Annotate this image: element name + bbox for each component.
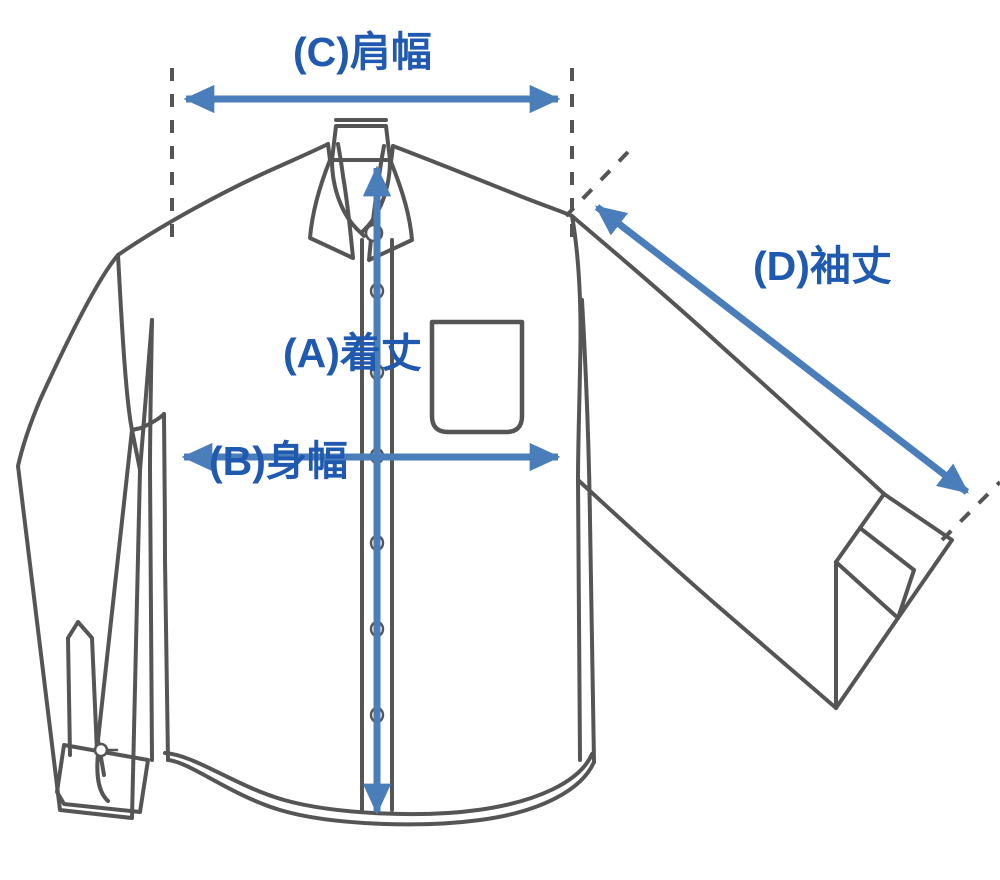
body-right-outline bbox=[580, 298, 596, 764]
label-shoulder-width: (C)肩幅 bbox=[293, 29, 432, 75]
left-armhole-seam bbox=[116, 253, 134, 432]
right-sleeve-side-connect bbox=[858, 492, 886, 530]
body-hem-outer bbox=[166, 758, 596, 827]
sleeve-top-guide bbox=[564, 150, 630, 218]
label-body-length: (A)着丈 bbox=[283, 330, 422, 376]
arrow-d-sleeve-length bbox=[594, 204, 970, 495]
guide-lines-group bbox=[170, 68, 1000, 542]
right-cuff-seam-3 bbox=[896, 568, 916, 620]
right-cuff-outline bbox=[834, 492, 954, 710]
left-cuff-fold bbox=[95, 751, 110, 803]
left-sleeve-elbow-seam bbox=[130, 412, 166, 432]
measurement-arrows-group bbox=[181, 84, 970, 815]
shirt-outline-group bbox=[16, 118, 954, 827]
body-left-outline bbox=[148, 318, 154, 762]
left-cuff-button bbox=[93, 742, 109, 758]
right-cuff-seam-1 bbox=[858, 526, 916, 572]
right-cuff-seam-2 bbox=[834, 526, 862, 564]
body-right-inner bbox=[576, 478, 582, 762]
body-left-outline-2 bbox=[162, 412, 170, 762]
left-shoulder-line bbox=[116, 142, 330, 257]
left-sleeve-placket bbox=[66, 620, 99, 757]
label-sleeve-length: (D)袖丈 bbox=[753, 243, 892, 289]
right-shoulder-line bbox=[391, 144, 574, 218]
right-sleeve-under-seam bbox=[576, 478, 838, 710]
collar-neck-opening bbox=[330, 158, 366, 238]
label-body-width: (B)身幅 bbox=[209, 438, 348, 484]
right-cuff-seam-4 bbox=[834, 560, 900, 620]
left-sleeve-inner-seam bbox=[130, 428, 142, 472]
right-armhole-seam bbox=[570, 214, 583, 482]
chest-pocket bbox=[429, 319, 525, 435]
sleeve-end-guide bbox=[940, 480, 1000, 542]
left-cuff-outline bbox=[55, 743, 150, 814]
left-sleeve-outline bbox=[16, 253, 154, 820]
left-sleeve-side-line bbox=[96, 428, 134, 777]
